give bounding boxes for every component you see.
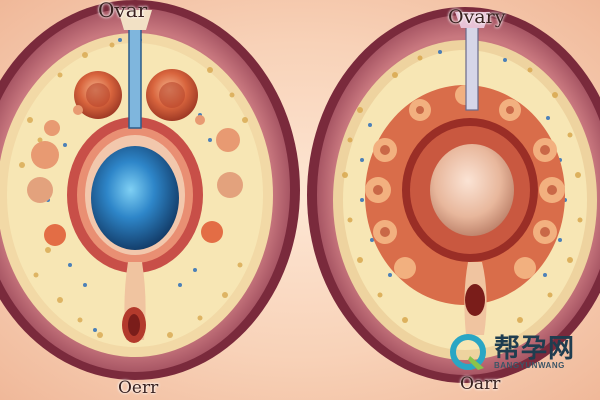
watermark-title: 帮孕网 — [494, 334, 576, 364]
label-ovary-left-bottom: Oerr — [118, 378, 159, 398]
label-ovary-left-top: Ovar — [98, 0, 148, 22]
watermark-logo-icon — [450, 334, 486, 370]
label-ovary-right-top: Ovary — [448, 6, 506, 28]
label-ovary-right-bottom: Oarr — [460, 374, 501, 394]
watermark-subtitle: BANGYUNWANG — [494, 361, 565, 370]
left-ovary — [0, 0, 300, 380]
watermark: 帮孕网 BANGYUNWANG — [448, 328, 598, 378]
right-ovary — [307, 7, 600, 383]
